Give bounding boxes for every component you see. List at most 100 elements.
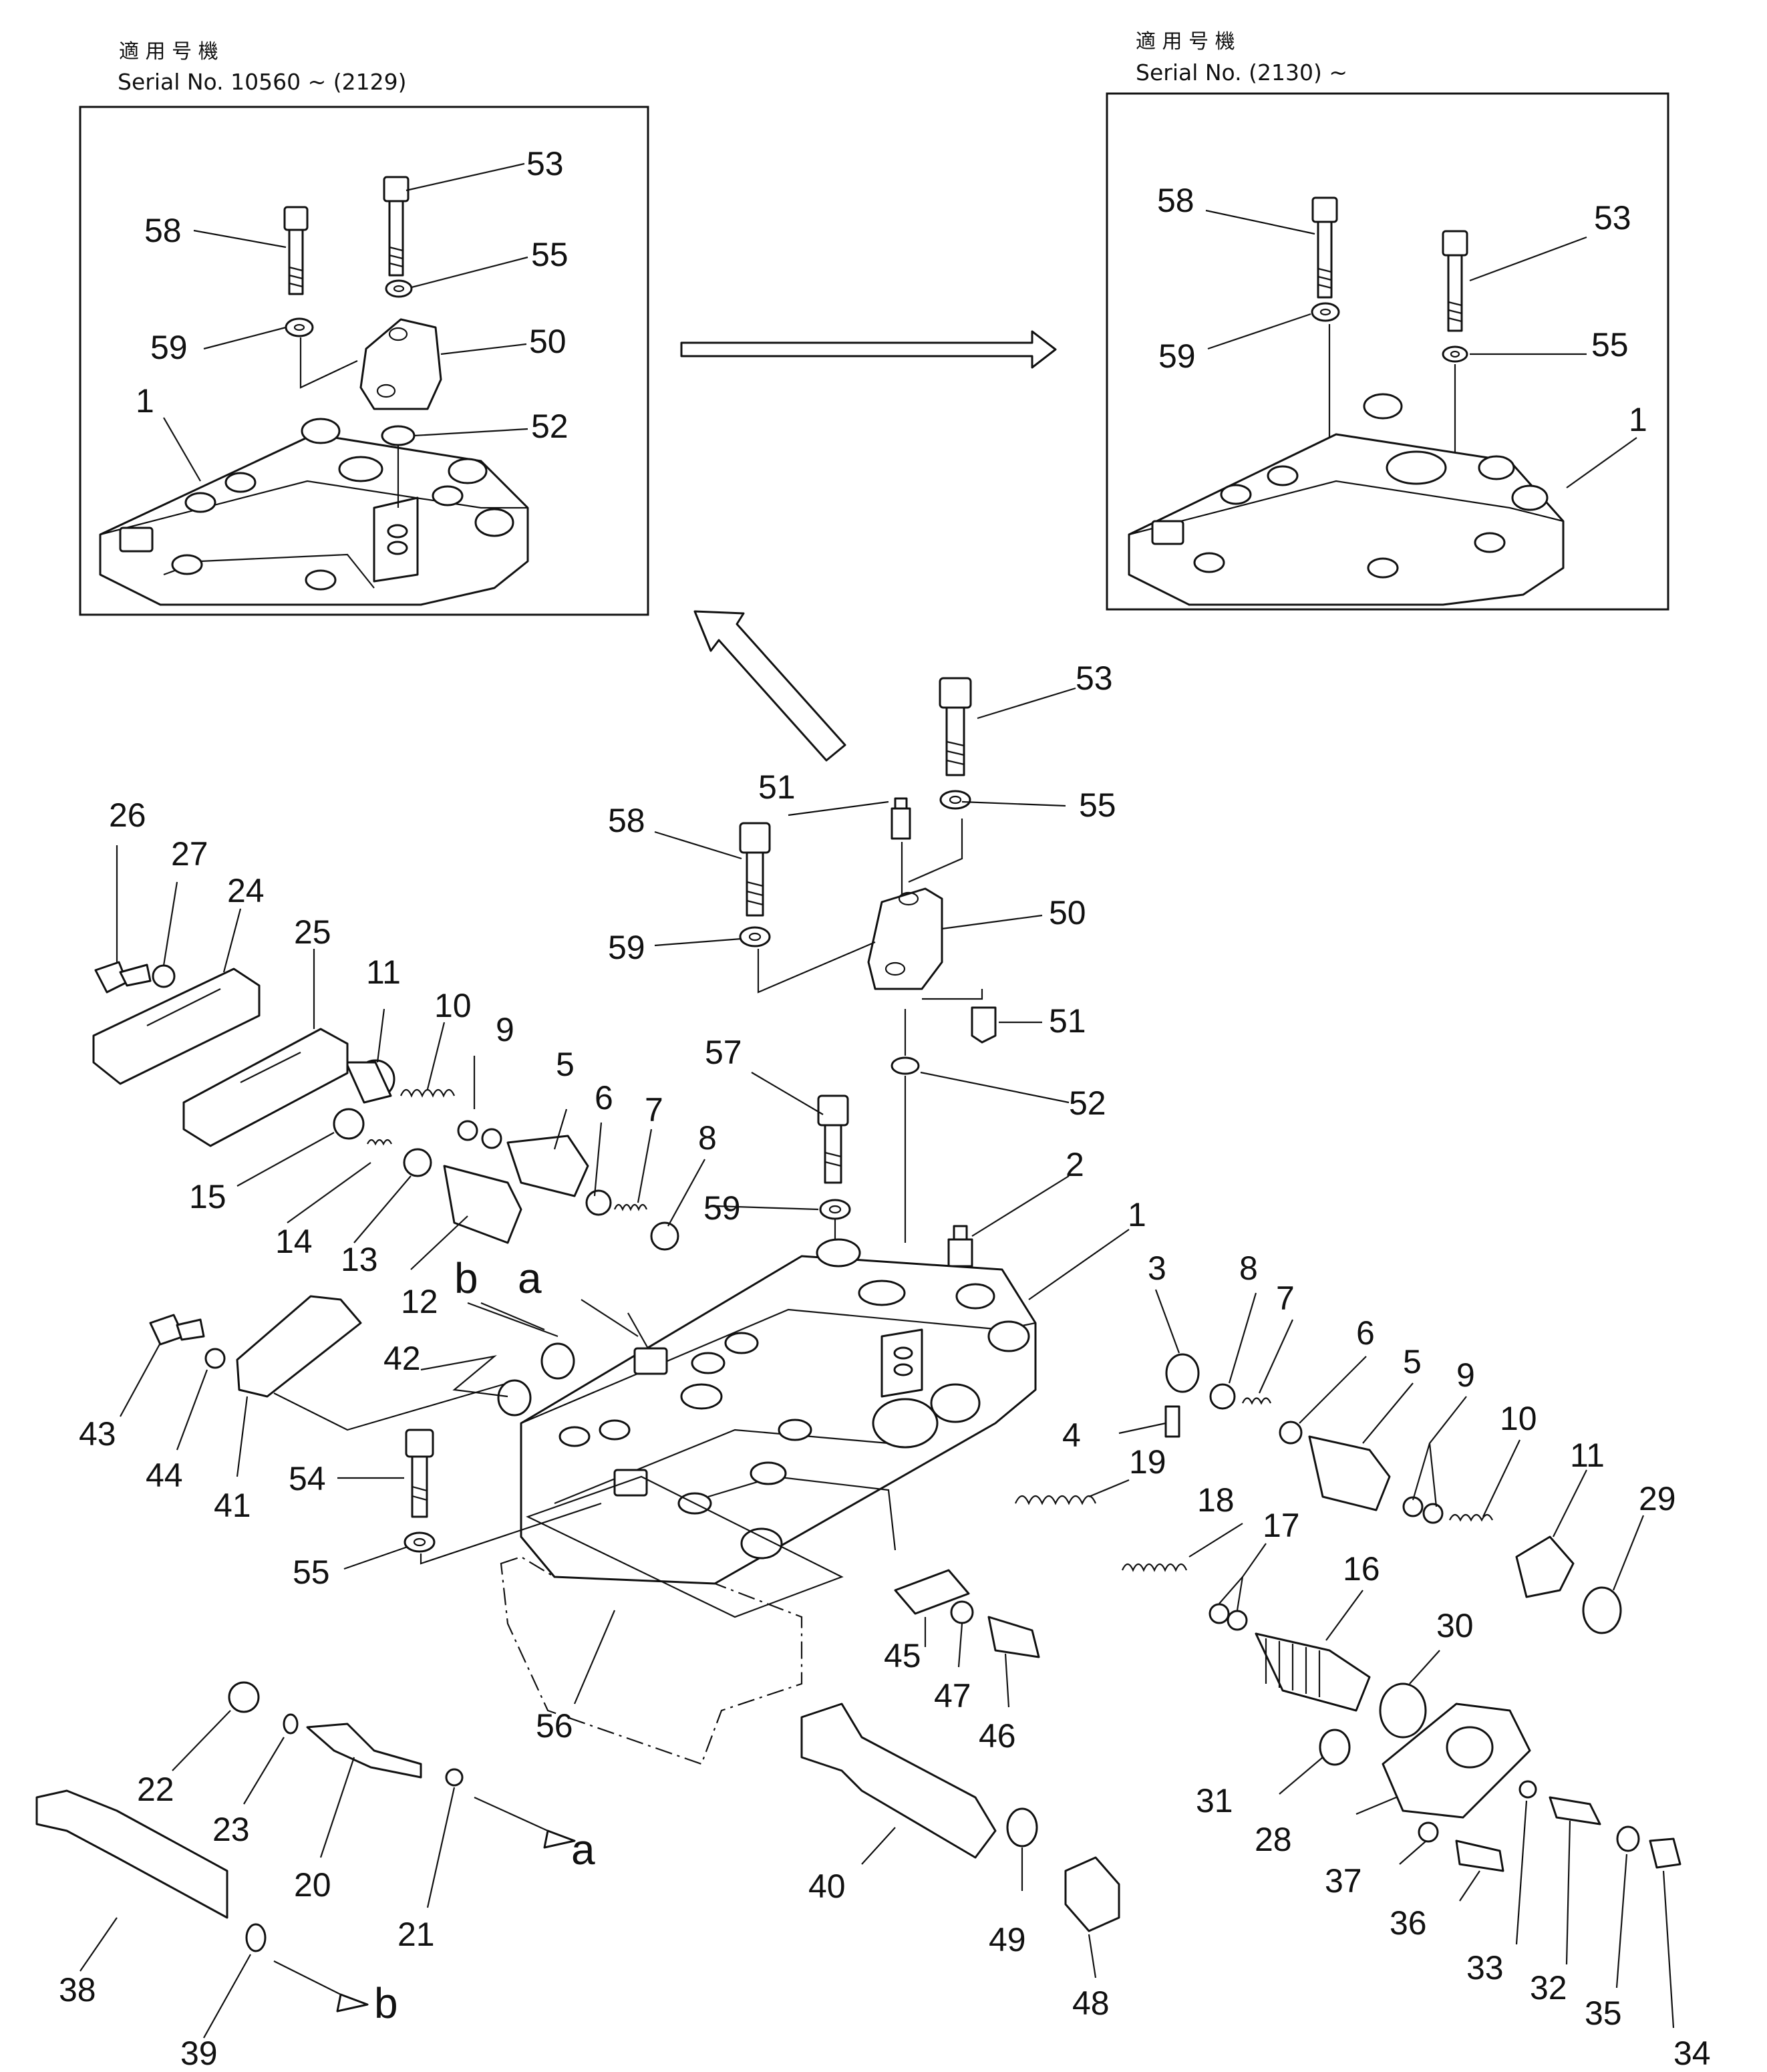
label: 53 — [1594, 199, 1631, 237]
label: 47 — [934, 1677, 971, 1715]
label: 39 — [180, 2035, 218, 2072]
label: 26 — [109, 796, 146, 834]
label: 1 — [136, 382, 154, 420]
label: 59 — [1158, 337, 1196, 375]
reference-b-bottom: b — [374, 1979, 398, 2027]
label: 3 — [1148, 1249, 1166, 1287]
label: 27 — [171, 835, 208, 873]
label: 2 — [1066, 1146, 1084, 1183]
label: 55 — [293, 1553, 330, 1591]
label: 9 — [1456, 1356, 1475, 1394]
label: 45 — [884, 1637, 921, 1674]
label: 8 — [1239, 1249, 1258, 1287]
label: 15 — [189, 1178, 226, 1215]
label: 59 — [703, 1189, 741, 1227]
label: 52 — [1069, 1084, 1106, 1122]
label: 35 — [1585, 1994, 1622, 2032]
label: 12 — [401, 1283, 438, 1320]
label: 7 — [645, 1091, 663, 1129]
label: 53 — [526, 145, 564, 182]
label: 14 — [275, 1223, 313, 1260]
label: 7 — [1276, 1280, 1295, 1317]
label: 10 — [1500, 1400, 1537, 1437]
label: 38 — [59, 1971, 96, 2009]
caption-left-japanese: 適 用 号 機 — [119, 40, 218, 63]
label: 22 — [137, 1771, 174, 1808]
label: 55 — [1591, 326, 1629, 363]
label: 43 — [79, 1415, 116, 1453]
label: 9 — [496, 1011, 514, 1048]
label: 51 — [758, 768, 796, 806]
label: 55 — [531, 236, 569, 273]
label: 49 — [989, 1921, 1026, 1958]
label: 59 — [608, 929, 645, 966]
label: 6 — [1356, 1314, 1375, 1352]
arrow-up-left-icon — [693, 610, 846, 762]
label: 16 — [1343, 1550, 1380, 1588]
label: 46 — [979, 1717, 1016, 1755]
reference-a-top: a — [518, 1254, 542, 1302]
caption-right-serial: Serial No. (2130) ~ — [1136, 59, 1347, 86]
label: 32 — [1530, 1969, 1567, 2007]
label: 58 — [1157, 182, 1194, 219]
label: 59 — [150, 329, 188, 366]
label: 58 — [144, 212, 182, 249]
label: 42 — [383, 1340, 421, 1377]
label: 56 — [536, 1707, 573, 1745]
label: 23 — [212, 1811, 250, 1848]
label: 19 — [1129, 1443, 1166, 1481]
label: 29 — [1639, 1480, 1676, 1517]
label: 51 — [1049, 1002, 1086, 1040]
labels-inset-right: 58 53 59 55 1 — [1157, 182, 1647, 488]
label: 11 — [1570, 1437, 1605, 1474]
label: 5 — [1403, 1343, 1422, 1380]
label: 41 — [214, 1487, 251, 1524]
label: 17 — [1263, 1507, 1300, 1544]
labels-inset-left: 53 58 55 59 50 1 52 — [136, 145, 569, 482]
label: 30 — [1436, 1607, 1474, 1644]
label: 13 — [341, 1241, 378, 1278]
label: 21 — [397, 1916, 435, 1953]
label: 37 — [1325, 1862, 1362, 1900]
label: 58 — [608, 802, 645, 839]
label: 55 — [1079, 786, 1116, 824]
inset-frame-left — [79, 106, 649, 616]
reference-b-top: b — [454, 1254, 478, 1302]
caption-left-serial: Serial No. 10560 ~ (2129) — [118, 69, 406, 95]
label: 50 — [1049, 894, 1086, 931]
label: 8 — [698, 1119, 717, 1157]
label: 5 — [556, 1046, 575, 1083]
main-assembly-drawing — [35, 677, 1681, 2039]
inset-frame-right — [1106, 92, 1669, 611]
inset-right-drawing — [1128, 196, 1565, 606]
label: 40 — [808, 1868, 846, 1905]
label: 57 — [705, 1034, 742, 1071]
label: 50 — [529, 323, 567, 360]
label: 20 — [294, 1866, 331, 1904]
label: 54 — [289, 1460, 326, 1497]
label: 31 — [1196, 1782, 1233, 1819]
label: 18 — [1197, 1481, 1235, 1519]
label: 4 — [1062, 1417, 1081, 1454]
label: 11 — [366, 953, 401, 991]
label: 6 — [595, 1079, 613, 1117]
labels-main: 53 51 58 55 50 59 51 52 57 26 27 24 25 1… — [59, 659, 1711, 2072]
label: 53 — [1076, 659, 1113, 697]
label: 1 — [1128, 1196, 1146, 1233]
label: 36 — [1390, 1904, 1427, 1942]
inset-left-drawing — [99, 176, 529, 606]
label: 24 — [227, 872, 265, 909]
label: 48 — [1072, 1984, 1110, 2022]
label: 28 — [1255, 1821, 1292, 1858]
label: 34 — [1673, 2035, 1711, 2072]
reference-a-bottom: a — [571, 1825, 595, 1874]
arrow-right-icon — [680, 330, 1057, 369]
caption-right-japanese: 適 用 号 機 — [1136, 30, 1235, 53]
label: 52 — [531, 408, 569, 445]
label: 44 — [146, 1457, 183, 1494]
label: 33 — [1466, 1949, 1504, 1986]
label: 10 — [434, 987, 472, 1024]
label: 1 — [1629, 401, 1647, 438]
label: 25 — [294, 913, 331, 951]
